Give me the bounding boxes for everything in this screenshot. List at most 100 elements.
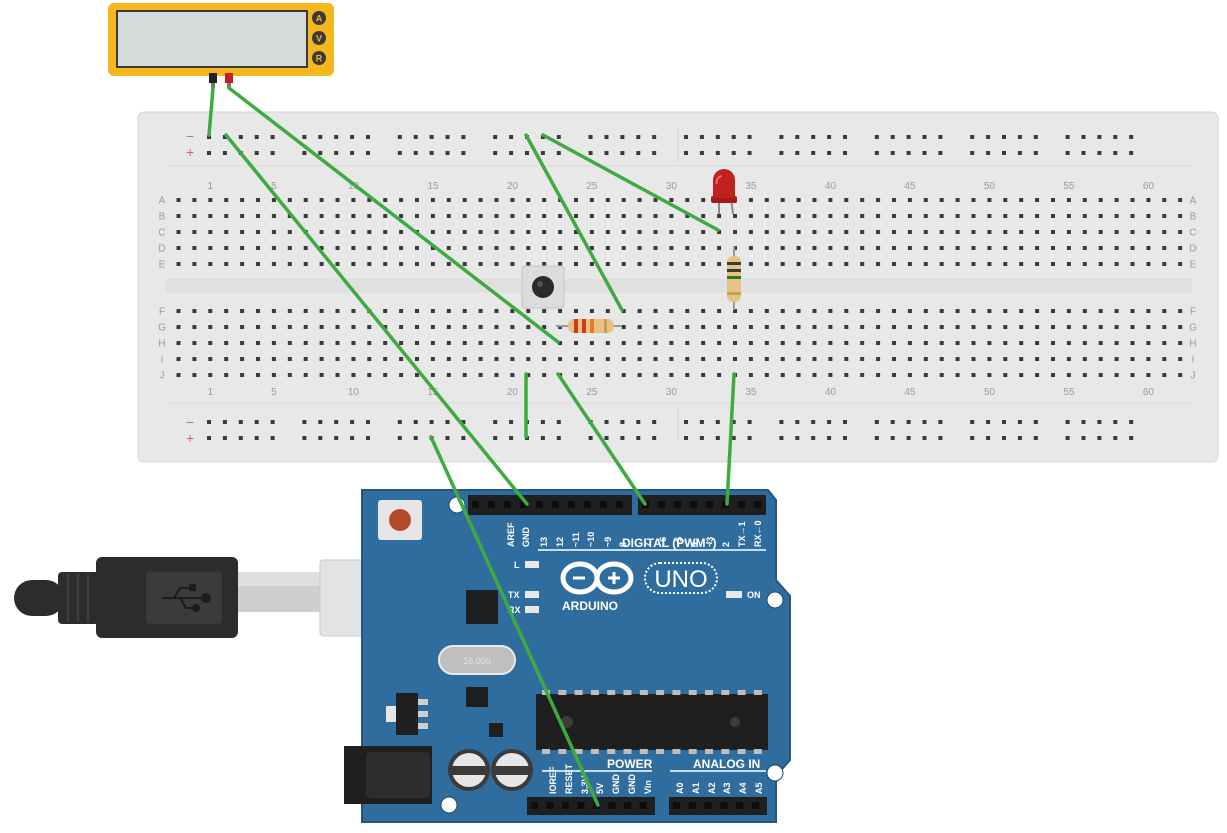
- hole[interactable]: [1051, 373, 1055, 377]
- hole[interactable]: [892, 325, 896, 329]
- hole[interactable]: [652, 436, 657, 440]
- hole[interactable]: [923, 341, 928, 345]
- hole[interactable]: [542, 357, 547, 361]
- hole[interactable]: [780, 262, 785, 266]
- hole[interactable]: [811, 436, 816, 440]
- hole[interactable]: [733, 325, 737, 329]
- hole[interactable]: [621, 198, 626, 202]
- hole[interactable]: [733, 214, 737, 218]
- hole[interactable]: [446, 357, 451, 361]
- hole[interactable]: [510, 214, 515, 218]
- hole[interactable]: [701, 214, 706, 218]
- hole[interactable]: [383, 246, 388, 250]
- hole[interactable]: [351, 246, 356, 250]
- hole[interactable]: [906, 436, 911, 440]
- hole[interactable]: [509, 420, 514, 424]
- hole[interactable]: [192, 230, 197, 234]
- hole[interactable]: [1082, 214, 1087, 218]
- mode-button-r[interactable]: R: [312, 51, 326, 65]
- hole[interactable]: [987, 198, 992, 202]
- hole[interactable]: [303, 246, 308, 250]
- hole[interactable]: [302, 135, 307, 139]
- hole[interactable]: [383, 214, 388, 218]
- hole[interactable]: [922, 420, 927, 424]
- hole[interactable]: [669, 341, 674, 345]
- hole[interactable]: [192, 357, 197, 361]
- hole[interactable]: [812, 198, 817, 202]
- hole[interactable]: [827, 151, 832, 155]
- hole[interactable]: [971, 325, 976, 329]
- hole[interactable]: [987, 341, 992, 345]
- hole[interactable]: [747, 436, 752, 440]
- hole[interactable]: [415, 309, 419, 313]
- hole[interactable]: [494, 325, 499, 329]
- hole[interactable]: [604, 151, 609, 155]
- hole[interactable]: [1035, 246, 1040, 250]
- hole[interactable]: [731, 436, 736, 440]
- hole[interactable]: [1130, 214, 1135, 218]
- hole[interactable]: [922, 135, 927, 139]
- hole[interactable]: [192, 373, 197, 377]
- hole[interactable]: [383, 373, 388, 377]
- digital-header[interactable]: [468, 495, 766, 515]
- hole[interactable]: [795, 135, 800, 139]
- hole[interactable]: [540, 436, 545, 440]
- hole[interactable]: [1162, 357, 1167, 361]
- hole[interactable]: [717, 325, 722, 329]
- hole[interactable]: [669, 214, 674, 218]
- hole[interactable]: [764, 309, 769, 313]
- hole[interactable]: [1019, 198, 1024, 202]
- hole[interactable]: [876, 357, 881, 361]
- hole[interactable]: [1019, 373, 1024, 377]
- hole[interactable]: [192, 325, 197, 329]
- hole[interactable]: [224, 262, 229, 266]
- hole[interactable]: [558, 341, 563, 345]
- hole[interactable]: [955, 246, 960, 250]
- hole[interactable]: [271, 230, 276, 234]
- header-pin[interactable]: [546, 802, 554, 809]
- hole[interactable]: [526, 373, 531, 377]
- hole[interactable]: [366, 436, 370, 440]
- hole[interactable]: [224, 309, 229, 313]
- hole[interactable]: [256, 373, 260, 377]
- hole[interactable]: [1146, 246, 1151, 250]
- hole[interactable]: [748, 373, 753, 377]
- hole[interactable]: [335, 325, 340, 329]
- hole[interactable]: [367, 230, 372, 234]
- hole[interactable]: [208, 309, 213, 313]
- hole[interactable]: [240, 198, 245, 202]
- hole[interactable]: [812, 246, 817, 250]
- hole[interactable]: [812, 230, 817, 234]
- header-pin[interactable]: [616, 501, 623, 508]
- hole[interactable]: [669, 309, 674, 313]
- hole[interactable]: [685, 357, 690, 361]
- hole[interactable]: [1146, 230, 1151, 234]
- hole[interactable]: [415, 262, 419, 266]
- hole[interactable]: [1051, 230, 1055, 234]
- hole[interactable]: [715, 420, 720, 424]
- hole[interactable]: [429, 135, 434, 139]
- hole[interactable]: [270, 436, 275, 440]
- hole[interactable]: [287, 214, 292, 218]
- hole[interactable]: [540, 420, 545, 424]
- hole[interactable]: [1130, 373, 1135, 377]
- hole[interactable]: [876, 341, 881, 345]
- hole[interactable]: [399, 198, 404, 202]
- hole[interactable]: [1066, 341, 1071, 345]
- hole[interactable]: [685, 214, 690, 218]
- hole[interactable]: [510, 341, 515, 345]
- hole[interactable]: [684, 420, 688, 424]
- hole[interactable]: [1146, 262, 1151, 266]
- hole[interactable]: [955, 309, 960, 313]
- hole[interactable]: [415, 357, 419, 361]
- hole[interactable]: [987, 246, 992, 250]
- hole[interactable]: [621, 262, 626, 266]
- hole[interactable]: [430, 325, 435, 329]
- hole[interactable]: [399, 341, 404, 345]
- hole[interactable]: [1113, 151, 1118, 155]
- hole[interactable]: [1081, 420, 1086, 424]
- hole[interactable]: [254, 135, 259, 139]
- hole[interactable]: [748, 357, 753, 361]
- hole[interactable]: [922, 151, 927, 155]
